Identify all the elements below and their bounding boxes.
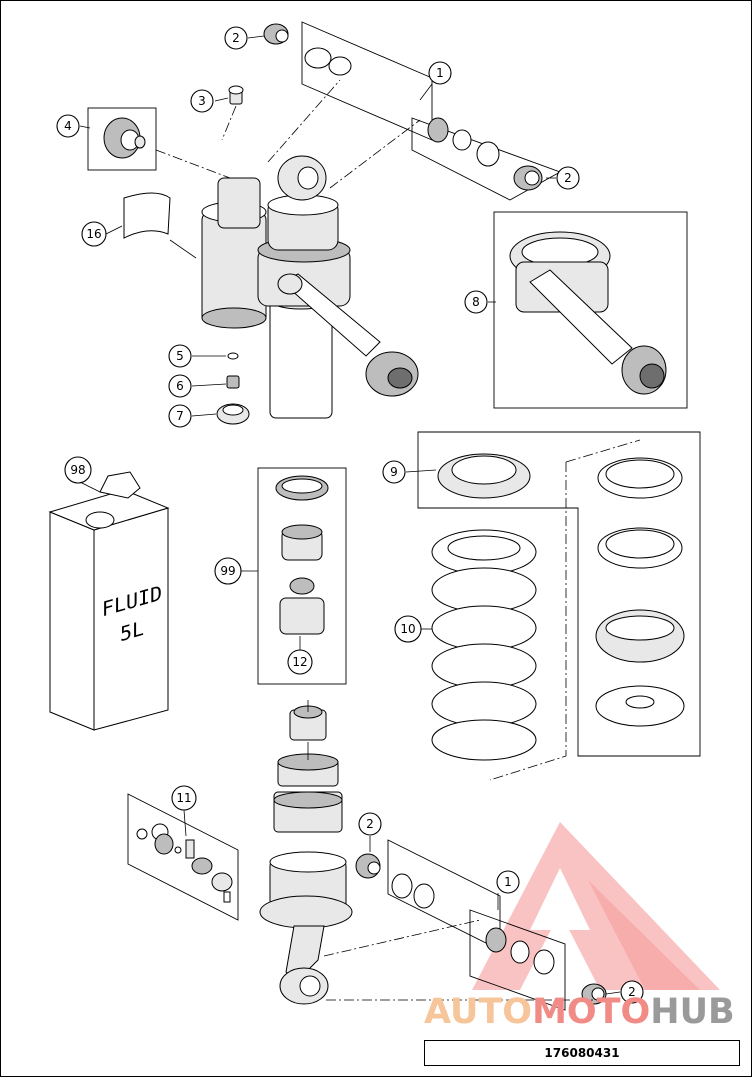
- callout-2d: 2: [620, 980, 644, 1004]
- watermark-wordmark: AUTOMOTOHUB: [424, 992, 735, 1032]
- callout-1a: 1: [428, 61, 452, 85]
- bushing-top-right: [513, 165, 543, 191]
- svg-text:2: 2: [232, 31, 240, 45]
- wordmark-moto: MOTO: [532, 992, 651, 1032]
- wordmark-hub: HUB: [650, 992, 735, 1032]
- svg-text:4: 4: [64, 119, 72, 133]
- bushing-bottom-left: [355, 853, 381, 879]
- svg-text:2: 2: [564, 171, 572, 185]
- svg-text:8: 8: [472, 295, 480, 309]
- document-number-box: 176080431: [424, 1040, 740, 1066]
- svg-text:9: 9: [390, 465, 398, 479]
- valve-6: [226, 375, 240, 389]
- bushing-top-left: [263, 23, 289, 45]
- document-number: 176080431: [544, 1046, 620, 1060]
- callout-10: 10: [394, 615, 422, 643]
- svg-text:98: 98: [70, 463, 85, 477]
- spring-retainer-kit-9: [417, 431, 701, 757]
- callout-99: 99: [214, 557, 242, 585]
- lower-damper-assembly: [259, 705, 353, 1005]
- washer-5: [227, 352, 239, 360]
- svg-text:1: 1: [436, 66, 444, 80]
- bearing-kit-top-box: [301, 21, 562, 201]
- callout-2b: 2: [556, 166, 580, 190]
- callout-8: 8: [464, 290, 488, 314]
- callout-9: 9: [382, 460, 406, 484]
- bearing-kit-bottom-box: [387, 839, 566, 1011]
- coil-spring-10: [431, 529, 537, 761]
- bushing-bottom-right: [581, 983, 607, 1005]
- svg-text:99: 99: [220, 564, 235, 578]
- shock-absorber-assembly: [201, 155, 419, 419]
- seal-kit-99: [257, 467, 347, 685]
- callout-4: 4: [56, 114, 80, 138]
- callout-1b: 1: [496, 870, 520, 894]
- callout-2a: 2: [224, 26, 248, 50]
- svg-text:16: 16: [86, 227, 101, 241]
- svg-text:5: 5: [176, 349, 184, 363]
- callout-98: 98: [64, 456, 92, 484]
- svg-text:7: 7: [176, 409, 184, 423]
- decal-16: [123, 192, 171, 239]
- svg-text:12: 12: [292, 655, 307, 669]
- callout-2c: 2: [358, 812, 382, 836]
- callout-6: 6: [168, 374, 192, 398]
- callout-16: 16: [81, 221, 107, 247]
- leader-lines: [77, 35, 621, 995]
- svg-text:3: 3: [198, 94, 206, 108]
- adjuster-4: [87, 107, 157, 171]
- svg-text:2: 2: [366, 817, 374, 831]
- wordmark-auto: AUTO: [424, 992, 533, 1032]
- valve-kit-11: [127, 793, 239, 921]
- svg-text:10: 10: [400, 622, 415, 636]
- watermark-triangle-logo: [472, 822, 720, 990]
- callout-12: 12: [287, 649, 313, 675]
- callout-3: 3: [190, 89, 214, 113]
- callout-5: 5: [168, 344, 192, 368]
- valve-cap-3: [228, 85, 244, 105]
- cap-7: [216, 403, 250, 425]
- callout-7: 7: [168, 404, 192, 428]
- svg-text:11: 11: [176, 791, 191, 805]
- callout-11: 11: [171, 785, 197, 811]
- svg-text:1: 1: [504, 875, 512, 889]
- svg-text:2: 2: [628, 985, 636, 999]
- svg-text:6: 6: [176, 379, 184, 393]
- fluid-can-98: [48, 471, 170, 731]
- adjuster-unit-8: [493, 211, 688, 409]
